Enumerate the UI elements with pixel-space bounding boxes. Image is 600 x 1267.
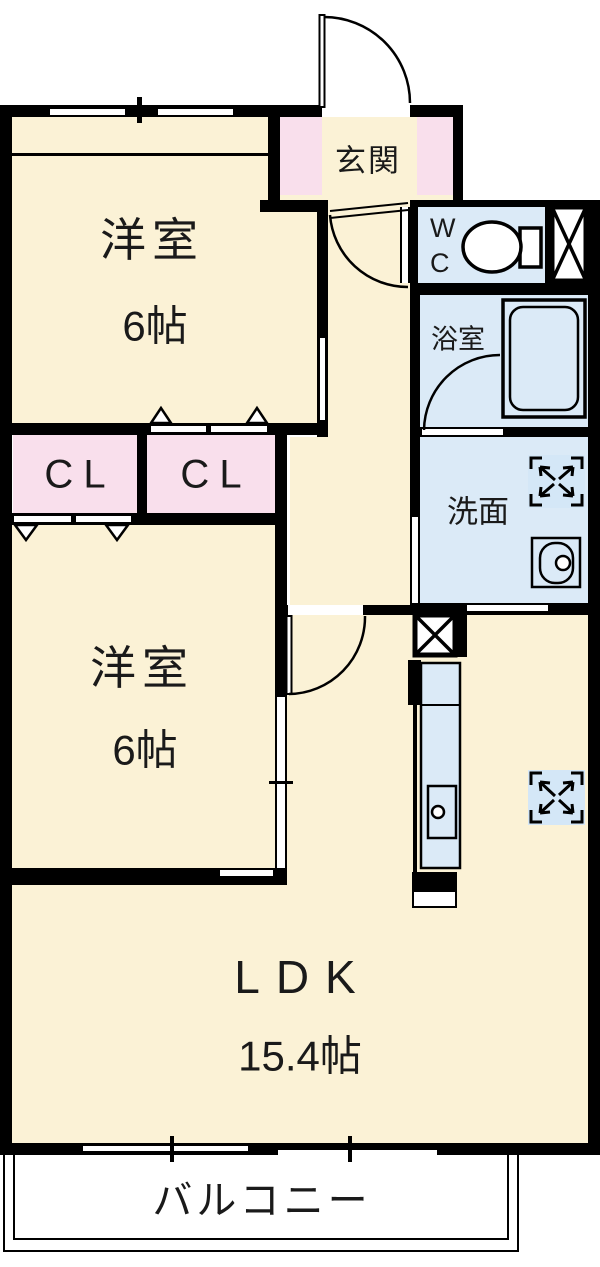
sliding-door-tick [269, 781, 293, 784]
toilet-letter-w: W [430, 213, 456, 243]
entrance-cabinet-right [417, 115, 453, 195]
bathroom-label: 浴室 [431, 324, 485, 355]
wall-corridor-left [317, 212, 328, 437]
wall-closet-divider [137, 423, 147, 525]
bedroom2-size-label: 6帖 [112, 726, 178, 774]
closet1-box [13, 435, 137, 513]
wall-bedroom2-bottom [0, 868, 287, 885]
wall-entrance-right [453, 115, 463, 207]
wall-shaft2-right [457, 605, 467, 657]
bedroom2-label: 洋室 [90, 642, 194, 694]
balcony-window [83, 1146, 248, 1151]
wall-toilet-bottom [410, 283, 600, 295]
closet2-door-panel [150, 425, 207, 433]
bedroom1-label: 洋室 [100, 214, 204, 266]
ldk-size-label: 15.4帖 [238, 1032, 362, 1080]
corridor-floor-upper [328, 212, 410, 437]
closet1-door-panel [75, 515, 132, 523]
wall-kitchen-stub-top [408, 660, 421, 705]
window-tick [348, 1136, 352, 1162]
corridor-floor-lower [290, 437, 410, 605]
wall-entrance-bottom-jog [260, 200, 328, 212]
bedroom1-sliding-door [319, 337, 326, 421]
bedroom1-beam-line [12, 153, 268, 156]
entrance-cabinet-left [280, 115, 322, 195]
kitchen-counter-end [412, 890, 457, 908]
wall-kitchen-thin [413, 705, 417, 872]
window-tick [137, 97, 142, 123]
balcony-rail-inner [13, 1155, 509, 1240]
ldk-label: LDK [234, 951, 372, 1003]
pipe-shaft-icon [549, 204, 589, 284]
wall-closet-right [275, 423, 287, 525]
washroom-label: 洗面 [447, 494, 509, 530]
balcony-rail-outer [3, 1155, 519, 1252]
closet2-label: CL [180, 452, 252, 497]
bathroom-door-opening [422, 429, 503, 435]
entrance-label: 玄関 [335, 143, 401, 179]
wall-entrance-left [268, 117, 280, 212]
window-tick [170, 1136, 174, 1162]
toilet-letter-c: C [430, 248, 450, 278]
toilet-door [400, 207, 410, 283]
wall-bathroom-left [410, 295, 420, 427]
balcony-window [278, 1150, 437, 1155]
entrance-door-swing [318, 14, 412, 108]
bedroom1-floor [12, 117, 317, 423]
ldk-floor-upper [287, 615, 588, 868]
bathroom-floor [418, 295, 588, 427]
entrance-opening [322, 105, 410, 117]
balcony-label: バルコニー [152, 1179, 372, 1223]
ldk-floor-lower [12, 868, 588, 1143]
wall-toilet-left [410, 207, 418, 283]
wall-toilet-top [410, 200, 600, 207]
bedroom2-bottom-stripe [220, 870, 273, 876]
wall-washroom-left-upper [410, 437, 420, 517]
wall-toilet-shaft [545, 207, 550, 283]
washroom-door-opening [463, 605, 548, 611]
bedroom1-size-label: 6帖 [122, 302, 188, 350]
wall-bathroom-bottom [410, 427, 600, 437]
wall-right-exterior [588, 200, 600, 1155]
washroom-left-partition [410, 517, 420, 603]
bedroom2-floor [12, 525, 275, 868]
bedroom1-window [158, 109, 233, 115]
wall-kitchen-bottom-band [412, 872, 457, 890]
toilet-label: W C [430, 211, 455, 281]
wall-left-exterior [0, 105, 12, 1155]
closet2-box [147, 433, 275, 513]
closet2-door-panel [210, 425, 268, 433]
bedroom1-window [50, 109, 125, 115]
closet1-label: CL [44, 452, 116, 497]
closet1-door-panel [13, 515, 72, 523]
ldk-door-opening [288, 605, 363, 615]
